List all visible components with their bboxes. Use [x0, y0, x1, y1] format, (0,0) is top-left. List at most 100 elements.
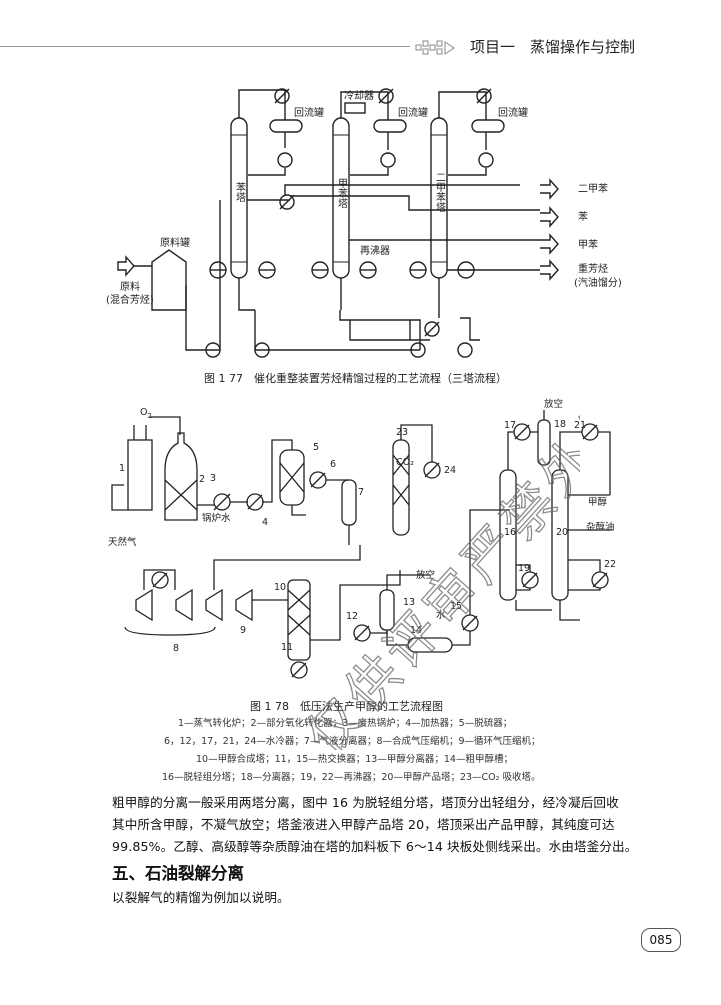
exchanger-1	[274, 88, 290, 104]
unit-8-cooler	[151, 571, 169, 589]
figure-78-legend-line-1: 1—蒸气转化炉；2—部分氧化转化器；3—废热锅炉；4—加热器；5—脱硫器；	[178, 718, 513, 729]
label-n16: 16	[504, 527, 516, 538]
pump-4	[205, 342, 221, 358]
label-out-xylene: 二甲苯	[578, 182, 608, 195]
label-n11: 11	[281, 642, 293, 653]
unit-9-compressor	[235, 588, 253, 622]
paragraph-line-2: 其中所含甲醇，不凝气放空；塔釜液进入甲醇产品塔 20，塔顶采出产品甲醇，其纯度可…	[112, 817, 615, 832]
label-water: 水	[436, 609, 446, 621]
label-n2: 2	[199, 474, 205, 485]
label-methanol: 甲醇	[588, 496, 608, 508]
label-feed: 原料	[120, 280, 140, 293]
label-feed-note: (混合芳烃)	[106, 293, 154, 306]
label-vent-2: 放空	[416, 569, 435, 581]
label-tower-benzene: 苯塔	[234, 181, 246, 203]
label-n12: 12	[346, 611, 358, 622]
reflux-drum-1	[269, 119, 303, 133]
unit-8-compressor-b	[175, 588, 193, 622]
unit-2-reactor	[164, 432, 198, 521]
reflux-drum-3	[471, 119, 505, 133]
label-natural-gas: 天然气	[108, 536, 137, 548]
page-number: 085	[641, 928, 681, 952]
label-fusel-oil: 杂醇油	[586, 521, 615, 533]
unit-13-separator	[379, 589, 395, 631]
label-tower-xylene: 二甲苯塔	[434, 172, 446, 213]
figure-78-legend-line-2: 6，12，17，21，24—水冷器；7—气液分离器；8—合成气压缩机；9—循环气…	[164, 736, 541, 747]
unit-7-separator	[341, 479, 357, 526]
label-n19: 19	[518, 563, 530, 574]
pump-1	[277, 152, 293, 168]
label-n22: 22	[604, 559, 616, 570]
product-arrow-4	[540, 259, 559, 281]
label-co2: CO₂	[396, 457, 414, 468]
unit-8-compressor-a	[135, 588, 153, 622]
pump-6	[410, 342, 426, 358]
label-cooler: 冷却器	[344, 89, 374, 102]
label-n21: 21	[574, 420, 586, 431]
paragraph-line-1: 粗甲醇的分离一般采用两塔分离，图中 16 为脱轻组分塔，塔顶分出轻组分，经冷凝后…	[112, 795, 619, 810]
label-n18: 18	[554, 419, 566, 430]
feed-arrow	[117, 255, 135, 277]
figure-77-diagram: 回流罐 冷却器 回流罐 回流罐 原料罐 原料 (混合芳烃) 再沸器 二甲苯 苯 …	[106, 88, 622, 358]
paragraph-line-3: 99.85%。乙醇、高级醇等杂质醇油在塔的加料板下 6～14 块板处侧线采出。水…	[112, 839, 638, 854]
label-n17: 17	[504, 420, 516, 431]
label-n6: 6	[330, 459, 336, 470]
label-n15: 15	[450, 601, 462, 612]
label-n3: 3	[210, 473, 216, 484]
reflux-drum-2	[373, 119, 407, 133]
label-boiler-water: 锅炉水	[202, 512, 231, 524]
figure-77-caption: 图 1 77 催化重整装置芳烃精馏过程的工艺流程（三塔流程）	[204, 372, 507, 385]
label-o2: O2	[140, 407, 152, 420]
label-n4: 4	[262, 517, 268, 528]
label-n7: 7	[358, 487, 364, 498]
label-n20: 20	[556, 527, 568, 538]
label-tower-toluene: 甲苯塔	[336, 178, 348, 209]
label-reflux-drum-3: 回流罐	[498, 106, 528, 119]
product-arrow-1	[540, 178, 559, 200]
unit-1-furnace	[127, 439, 153, 511]
exchanger-4	[279, 194, 295, 210]
label-out-toluene: 甲苯	[578, 238, 598, 251]
header-arrow-icon	[415, 40, 455, 55]
cooler	[344, 102, 366, 114]
label-n13: 13	[403, 597, 415, 608]
label-reflux-drum-2: 回流罐	[398, 106, 428, 119]
product-arrow-3	[540, 233, 559, 255]
figure-78-caption: 图 1 78 低压法生产甲醇的工艺流程图	[250, 700, 443, 713]
label-reflux-drum-1: 回流罐	[294, 106, 324, 119]
label-n24: 24	[444, 465, 456, 476]
figure-78-diagram: O2 天然气 锅炉水 放空 放空 水 甲醇 杂醇油 CO₂ 1 2 3 4 5 …	[108, 398, 616, 679]
unit-18-separator	[537, 419, 551, 466]
label-n5: 5	[313, 442, 319, 453]
unit-11-exchanger	[290, 661, 308, 679]
unit-8-compressor-c	[205, 588, 223, 622]
section-text: 以裂解气的精馏为例加以说明。	[112, 890, 290, 905]
label-n14: 14	[410, 625, 422, 636]
label-feed-tank: 原料罐	[160, 236, 190, 249]
pump-2	[380, 152, 396, 168]
label-out-benzene: 苯	[578, 210, 588, 223]
figure-78-legend-line-4: 16—脱轻组分塔；18—分离器；19，22—再沸器；20—甲醇产品塔；23—CO…	[162, 772, 541, 783]
header-title: 项目一 蒸馏操作与控制	[470, 38, 636, 56]
pump-3	[478, 152, 494, 168]
label-out-heavy: 重芳烃	[578, 262, 608, 275]
label-n23: 23	[396, 427, 408, 438]
label-out-heavy-note: (汽油馏分)	[574, 276, 622, 289]
exchanger-5	[424, 321, 440, 337]
pump-7	[457, 342, 473, 358]
label-reboiler: 再沸器	[360, 244, 390, 257]
body-paragraph: 粗甲醇的分离一般采用两塔分离，图中 16 为脱轻组分塔，塔顶分出轻组分，经冷凝后…	[112, 792, 672, 858]
exchanger-2	[378, 88, 394, 104]
product-arrow-2	[540, 206, 559, 228]
label-n1: 1	[119, 463, 125, 474]
label-n8: 8	[173, 643, 179, 654]
label-n10: 10	[274, 582, 286, 593]
exchanger-3	[476, 88, 492, 104]
unit-10-synthesis	[287, 579, 311, 661]
label-vent-1: 放空	[544, 398, 563, 410]
header-rule	[0, 46, 410, 47]
unit-14-tank	[407, 637, 453, 653]
feed-tank	[151, 249, 187, 311]
pump-5	[254, 342, 270, 358]
label-n9: 9	[240, 625, 246, 636]
